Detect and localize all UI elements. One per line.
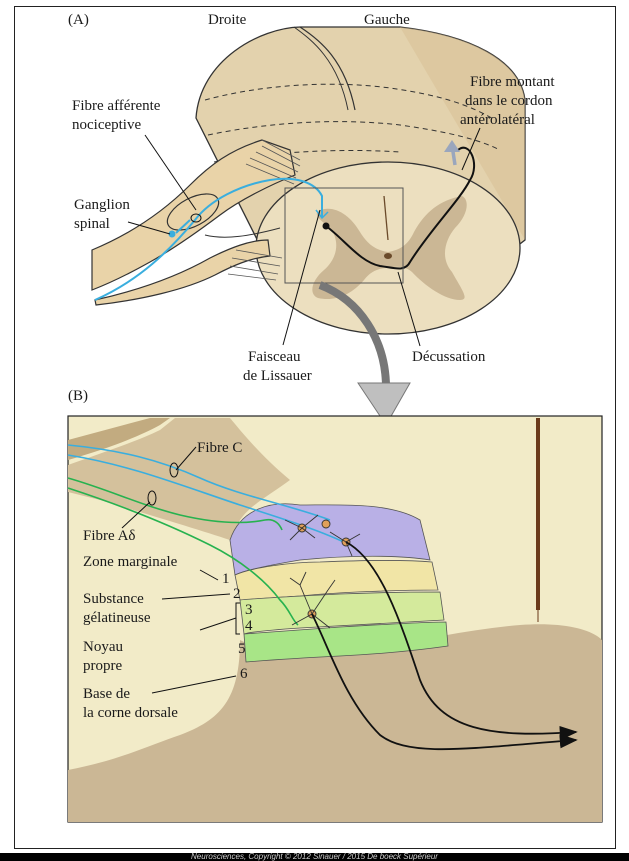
svg-text:Fibre montant: Fibre montant [470, 74, 555, 90]
label-fiber-c: Fibre C [197, 440, 242, 456]
svg-text:la corne dorsale: la corne dorsale [83, 705, 178, 721]
svg-text:spinal: spinal [74, 216, 110, 232]
panel-b: (B) [68, 388, 602, 822]
svg-text:Base de: Base de [83, 686, 130, 702]
panel-b-tag: (B) [68, 388, 88, 404]
svg-text:Fibre afférente: Fibre afférente [72, 98, 161, 114]
label-droite: Droite [208, 12, 247, 28]
panel-a: (A) Droite Gauche [68, 12, 555, 425]
label-fiber-ad: Fibre Aδ [83, 528, 136, 544]
svg-text:3: 3 [245, 602, 253, 618]
label-afferent: Fibre afférente nociceptive [72, 98, 196, 210]
svg-text:4: 4 [245, 618, 253, 634]
label-gauche: Gauche [364, 12, 410, 28]
copyright-text: Neurosciences, Copyright © 2012 Sinauer … [0, 853, 629, 861]
copyright-footer: Neurosciences, Copyright © 2012 Sinauer … [0, 853, 629, 861]
svg-text:2: 2 [233, 586, 241, 602]
svg-text:de Lissauer: de Lissauer [243, 368, 312, 384]
svg-text:6: 6 [240, 666, 248, 682]
svg-text:Noyau: Noyau [83, 639, 123, 655]
svg-text:Faisceau: Faisceau [248, 349, 301, 365]
svg-text:Décussation: Décussation [412, 349, 486, 365]
svg-text:1: 1 [222, 571, 230, 587]
svg-text:propre: propre [83, 658, 122, 674]
svg-text:Ganglion: Ganglion [74, 197, 130, 213]
svg-text:5: 5 [238, 641, 246, 657]
svg-text:gélatineuse: gélatineuse [83, 610, 151, 626]
svg-text:Substance: Substance [83, 591, 144, 607]
svg-text:Zone marginale: Zone marginale [83, 554, 178, 570]
svg-text:nociceptive: nociceptive [72, 117, 141, 133]
svg-text:antérolatéral: antérolatéral [460, 112, 535, 128]
svg-text:dans le cordon: dans le cordon [465, 93, 553, 109]
panel-a-tag: (A) [68, 12, 89, 28]
